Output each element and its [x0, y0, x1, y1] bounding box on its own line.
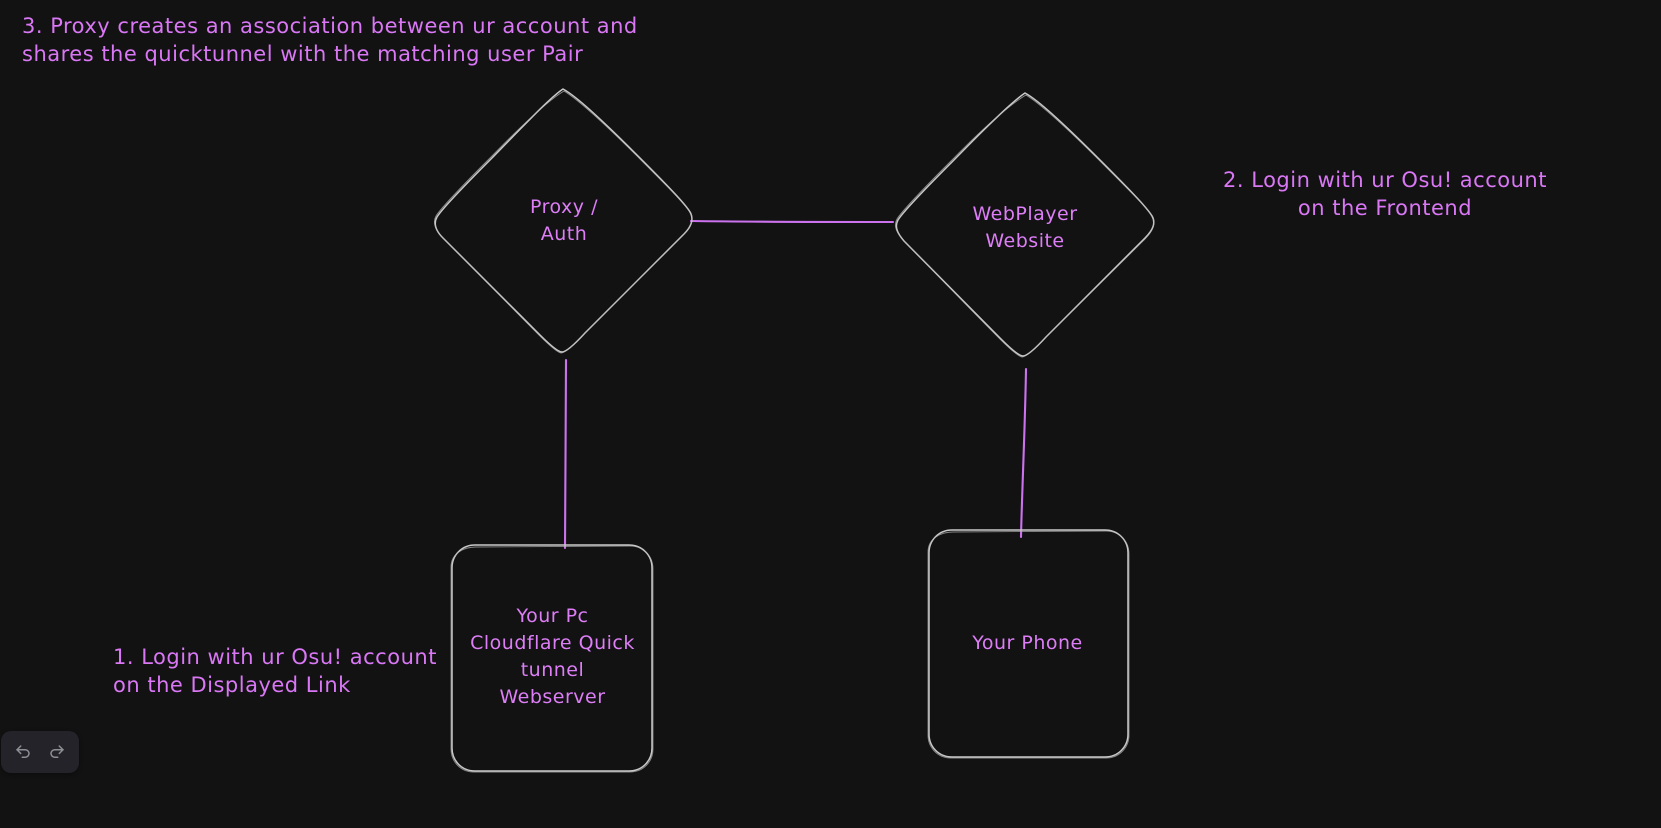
node-webplayer-shape[interactable]: [894, 92, 1155, 358]
connector-proxy-to-webplayer[interactable]: [689, 219, 895, 224]
annotation-step-1[interactable]: 1. Login with ur Osu! account on the Dis…: [113, 645, 437, 697]
connector-webplayer-to-your-phone[interactable]: [1019, 367, 1028, 539]
annotation-step-3[interactable]: 3. Proxy creates an association between …: [22, 14, 638, 66]
undo-button[interactable]: [7, 736, 39, 768]
node-label-your-pc[interactable]: Your Pc Cloudflare Quick tunnel Webserve…: [470, 605, 635, 708]
annotation-step-2[interactable]: 2. Login with ur Osu! account on the Fro…: [1223, 168, 1547, 220]
node-your-phone-shape[interactable]: [927, 529, 1130, 759]
undo-arrow-icon: [14, 743, 32, 761]
connector-proxy-to-your-pc[interactable]: [563, 358, 568, 550]
node-label-proxy-auth[interactable]: Proxy / Auth: [530, 196, 598, 245]
node-label-webplayer[interactable]: WebPlayer Website: [972, 203, 1078, 252]
node-proxy-auth-shape[interactable]: [433, 88, 693, 354]
undo-redo-toolbar: [1, 731, 79, 773]
node-label-your-phone[interactable]: Your Phone: [972, 632, 1083, 654]
redo-button[interactable]: [41, 736, 73, 768]
redo-arrow-icon: [48, 743, 66, 761]
node-your-pc-shape[interactable]: [450, 544, 654, 773]
